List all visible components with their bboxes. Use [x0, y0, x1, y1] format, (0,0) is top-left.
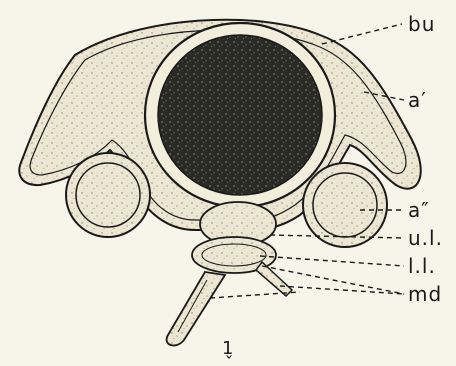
label-bu: bu — [408, 14, 435, 34]
label-mandible: md — [408, 284, 442, 304]
label-a-double-prime: a″ — [408, 200, 430, 220]
label-lower-lip: l.l. — [408, 256, 436, 276]
mandible — [167, 272, 225, 345]
mandible-right-process — [256, 262, 292, 296]
figure-caption: 1̬ — [222, 340, 234, 358]
label-a-prime: a′ — [408, 90, 427, 110]
central-cavity-contents — [158, 35, 322, 195]
left-lateral-organ-inner — [76, 163, 140, 227]
right-lateral-organ-inner — [313, 173, 377, 237]
label-upper-lip: u.l. — [408, 228, 443, 248]
